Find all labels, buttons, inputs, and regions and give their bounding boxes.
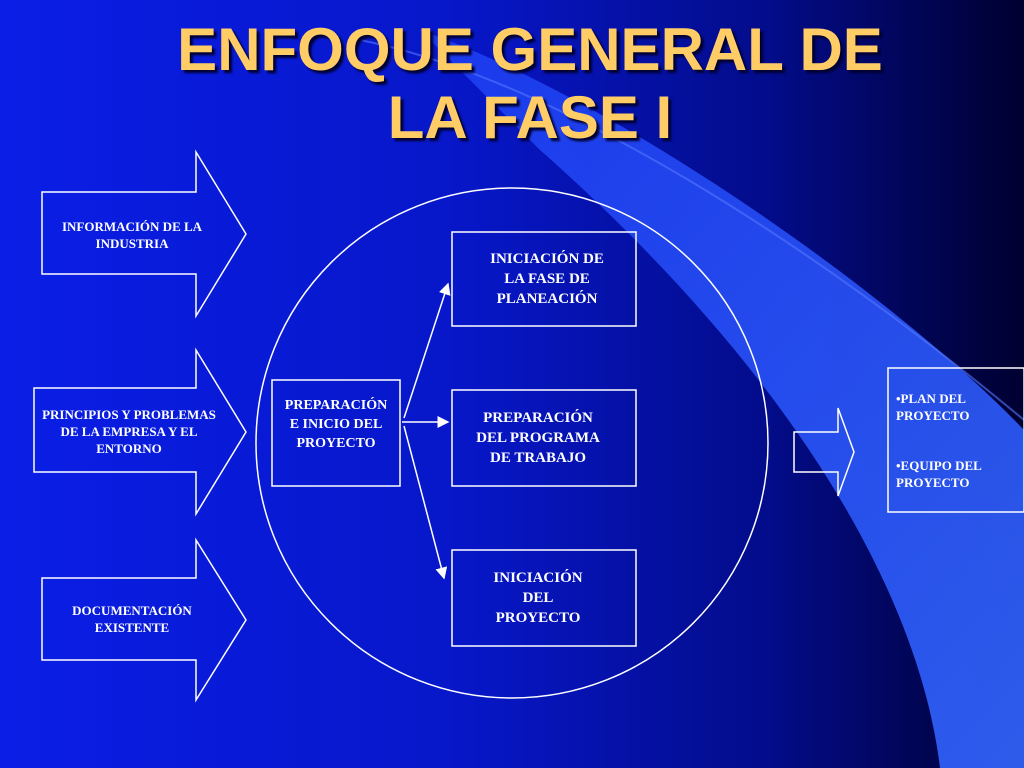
output-box — [887, 367, 1024, 513]
page-title: ENFOQUE GENERAL DE LA FASE I — [60, 16, 1000, 152]
output-item-equipo: •EQUIPO DEL PROYECTO — [896, 458, 982, 490]
iniciacion-proyecto-label: INICIACIÓN DEL PROYECTO — [493, 570, 583, 626]
output-arrow — [793, 407, 855, 497]
input-label-2: PRINCIPIOS Y PROBLEMAS DE LA EMPRESA Y E… — [42, 406, 216, 456]
arrow-to-iniciacion-fase — [403, 282, 451, 419]
title-line-1: ENFOQUE GENERAL DE — [177, 16, 883, 83]
box-prep — [271, 379, 401, 487]
input-arrow-3 — [41, 537, 247, 703]
iniciacion-fase-label: INICIACIÓN DE LA FASE DE PLANEACIÓN — [490, 251, 604, 307]
programa-label: PREPARACIÓN DEL PROGRAMA DE TRABAJO — [476, 410, 600, 466]
input-label-1: INFORMACIÓN DE LA INDUSTRIA — [61, 219, 203, 251]
input-arrow-1 — [41, 149, 247, 319]
box-iniciacion-fase — [451, 231, 637, 327]
input-arrow-2 — [33, 347, 247, 517]
box-programa — [451, 389, 637, 487]
arrow-to-iniciacion-proyecto — [403, 425, 448, 580]
process-circle — [255, 187, 769, 699]
title-line-2: LA FASE I — [387, 84, 673, 151]
box-iniciacion-proyecto — [451, 549, 637, 647]
swoosh-accent — [420, 30, 1024, 768]
swoosh-line — [359, 39, 1024, 421]
input-label-3: DOCUMENTACIÓN EXISTENTE — [72, 603, 192, 635]
output-item-plan: •PLAN DEL PROYECTO — [896, 391, 970, 423]
prep-label: PREPARACIÓN E INICIO DEL PROYECTO — [284, 397, 388, 451]
